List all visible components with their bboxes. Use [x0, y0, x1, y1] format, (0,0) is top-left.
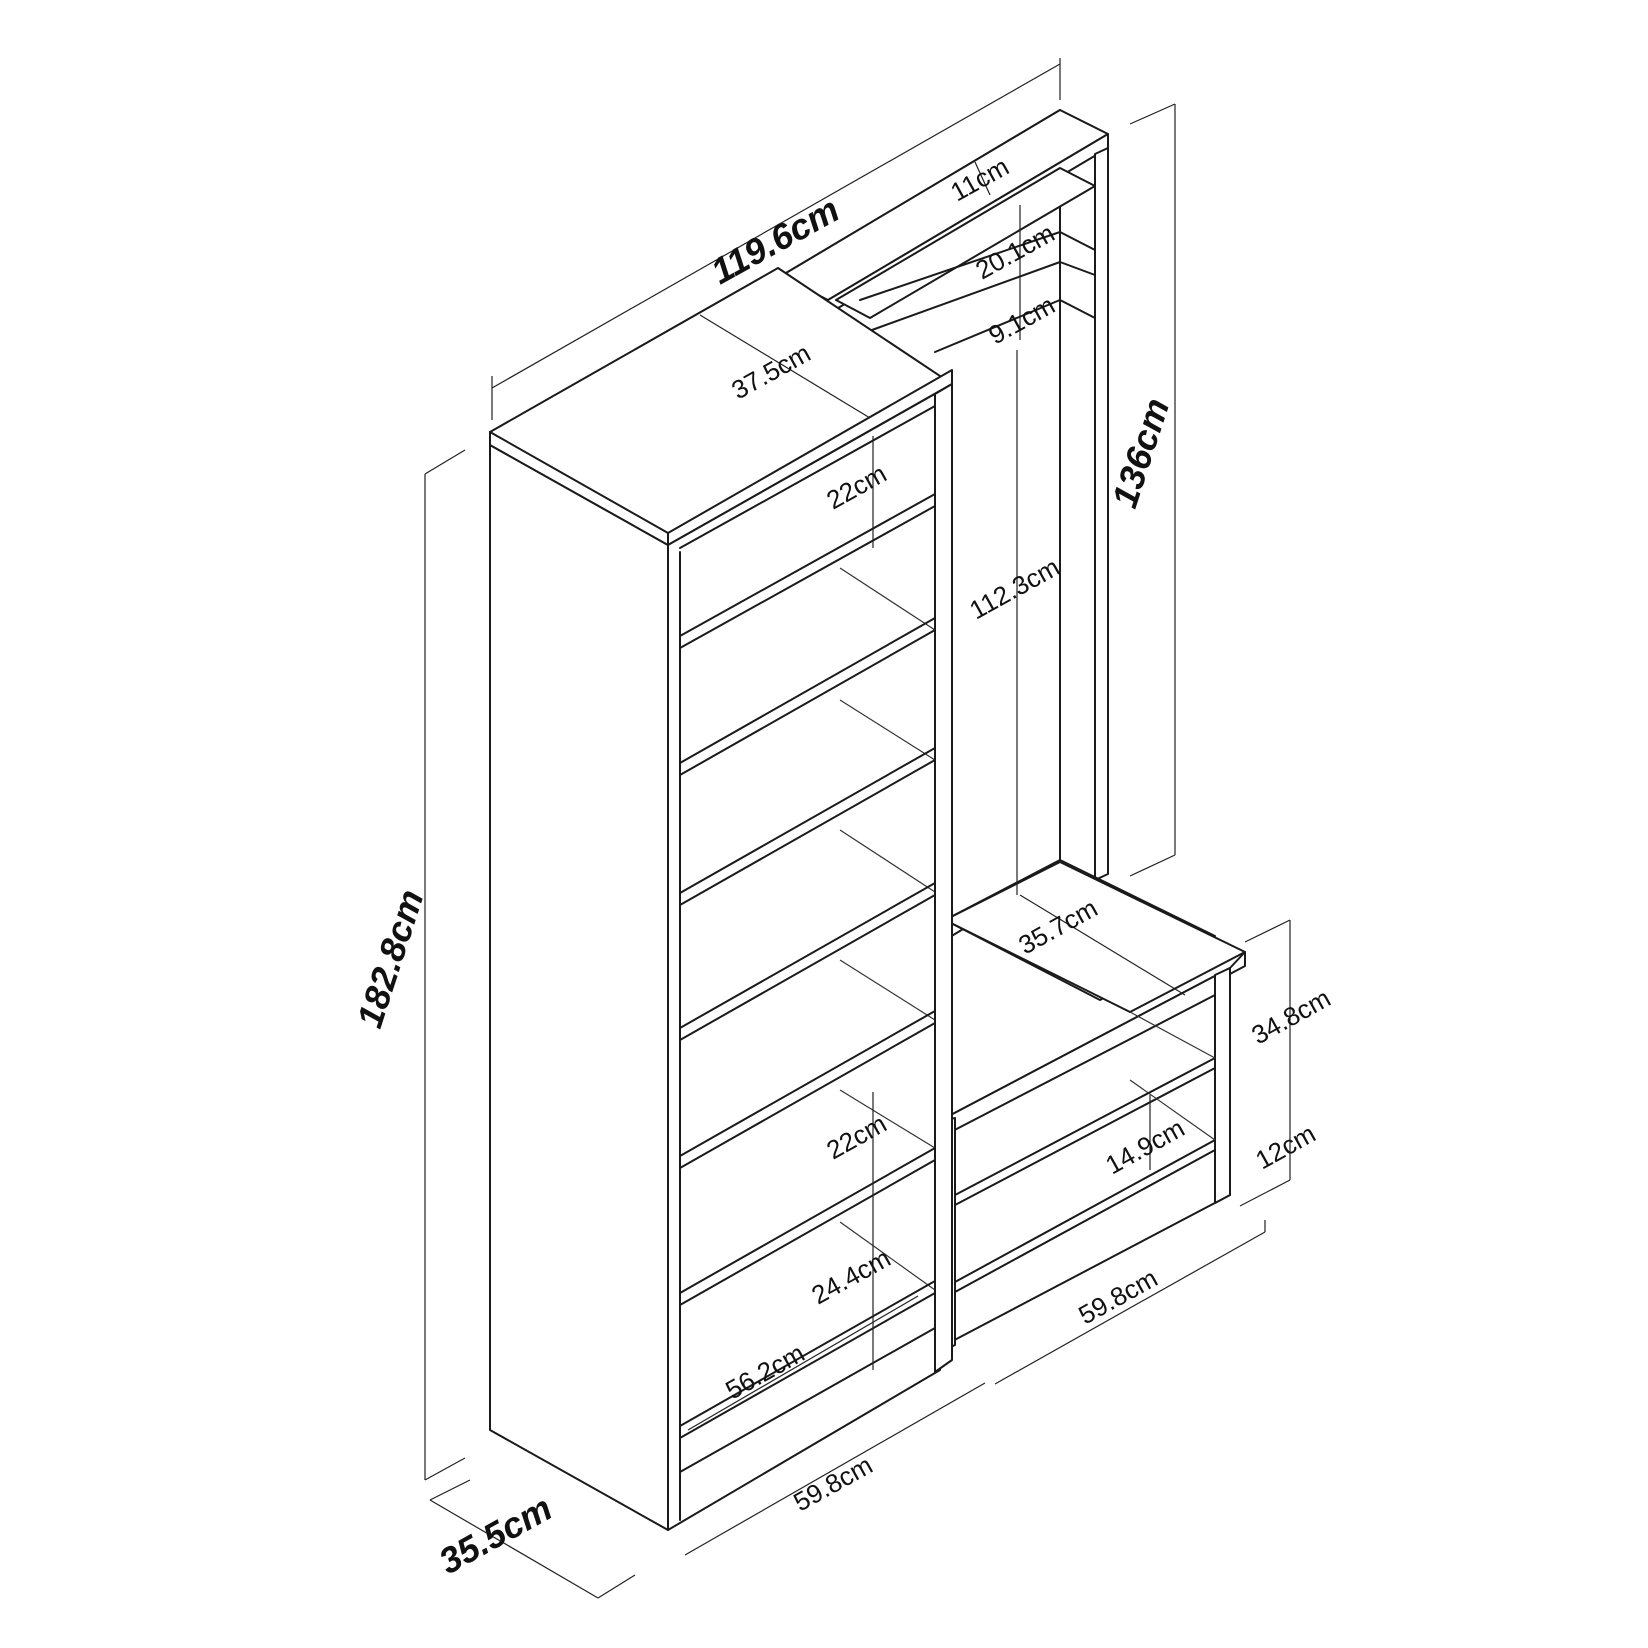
bench-shelf-2: [954, 1139, 1216, 1283]
dimension-lines: [424, 58, 1291, 1599]
dim-top-board: [974, 161, 991, 196]
shelf-3: [679, 747, 936, 906]
label-bench-plinth: 12cm: [1250, 1118, 1320, 1175]
shelf-5: [679, 1010, 936, 1169]
dim-tower-front: [684, 1382, 986, 1556]
label-base-depth: 35.5cm: [432, 1487, 559, 1582]
bench-shelf-1: [954, 1057, 1216, 1196]
label-tower-front-width: 59.8cm: [788, 1450, 877, 1518]
shelf-0: [679, 405, 936, 549]
dim-base-depth: [429, 1499, 599, 1599]
dim-total-width: [491, 63, 1061, 389]
tower-shelves: [679, 405, 936, 1473]
hanger-rail-3: [934, 299, 1096, 353]
bench-edge-line: [944, 994, 1216, 1136]
shelf-5-back: [839, 1089, 936, 1149]
shelf-1: [679, 493, 936, 649]
label-bench-width: 59.8cm: [1073, 1263, 1162, 1331]
hanger-shelf: [835, 167, 1096, 319]
hanger-side-post: [1094, 147, 1109, 881]
hanger-rail: [859, 231, 1096, 301]
hanger-rail-2: [871, 261, 1096, 331]
dim-shelf-width: [687, 1295, 919, 1431]
tower-unit: [489, 267, 953, 1531]
bench-side: [1214, 967, 1231, 1204]
plinth-line: [679, 1327, 936, 1473]
dim-tower-depth: [699, 314, 871, 419]
tower-right-edge: [934, 383, 953, 1373]
shelf-6-back: [839, 1221, 936, 1291]
shelf-4-back: [839, 959, 936, 1021]
shelf-2-back: [839, 699, 936, 761]
dim-bench-width: [994, 1231, 1266, 1385]
shelf-3-back: [839, 829, 936, 893]
bench-shelf-1b: [954, 1067, 1216, 1206]
label-tower-height: 182.8cm: [349, 885, 432, 1033]
shelf-7: [679, 1280, 936, 1439]
label-hanger-height: 136cm: [1104, 393, 1178, 512]
dim-bench-depth: [1019, 894, 1186, 996]
bench-front: [944, 967, 1231, 1346]
bench-unit: [944, 859, 1246, 1351]
label-bench-height: 34.8cm: [1246, 983, 1335, 1051]
shelf-2: [679, 617, 936, 776]
shelf-6: [679, 1147, 936, 1306]
tower-side-panel: [489, 444, 669, 1531]
shelf-1-back: [839, 567, 936, 631]
bench-inner-line: [1129, 1011, 1216, 1059]
shelf-4: [679, 882, 936, 1041]
bench-shelf-2b: [954, 1149, 1216, 1293]
bench-inner-line-2: [1129, 1079, 1216, 1141]
